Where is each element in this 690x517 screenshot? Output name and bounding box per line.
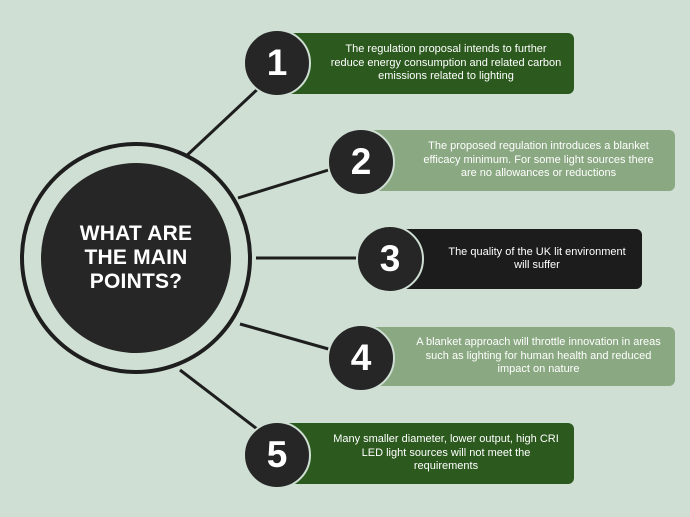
point-4-text: A blanket approach will throttle innovat… (416, 336, 661, 376)
hub-title: WHAT ARE THE MAIN POINTS? (79, 222, 193, 293)
point-3-text: The quality of the UK lit environment wi… (448, 245, 626, 272)
point-1-number: 1 (266, 42, 288, 83)
point-5-number-badge: 5 (243, 421, 311, 489)
hub-circle: WHAT ARE THE MAIN POINTS? (41, 163, 231, 353)
point-4-number-badge: 4 (327, 324, 395, 392)
point-1-text: The regulation proposal intends to furth… (330, 43, 562, 83)
point-5-box: Many smaller diameter, lower output, hig… (278, 423, 574, 484)
point-4-box: A blanket approach will throttle innovat… (362, 327, 675, 386)
point-2-box: The proposed regulation introduces a bla… (362, 130, 675, 191)
connector-line-1 (180, 83, 264, 162)
point-2-number-badge: 2 (327, 128, 395, 196)
point-1-number-badge: 1 (243, 29, 311, 97)
point-3-number: 3 (379, 238, 401, 279)
point-5-text: Many smaller diameter, lower output, hig… (333, 433, 559, 473)
point-3-box: The quality of the UK lit environment wi… (392, 229, 642, 289)
point-3-number-badge: 3 (356, 225, 424, 293)
connector-line-2 (237, 166, 336, 200)
connector-line-4 (239, 322, 333, 352)
connector-line-5 (179, 368, 266, 437)
point-2-text: The proposed regulation introduces a bla… (423, 140, 654, 180)
point-2-number: 2 (350, 141, 372, 182)
point-1-box: The regulation proposal intends to furth… (278, 33, 574, 94)
point-5-number: 5 (266, 434, 288, 475)
point-4-number: 4 (350, 337, 372, 378)
